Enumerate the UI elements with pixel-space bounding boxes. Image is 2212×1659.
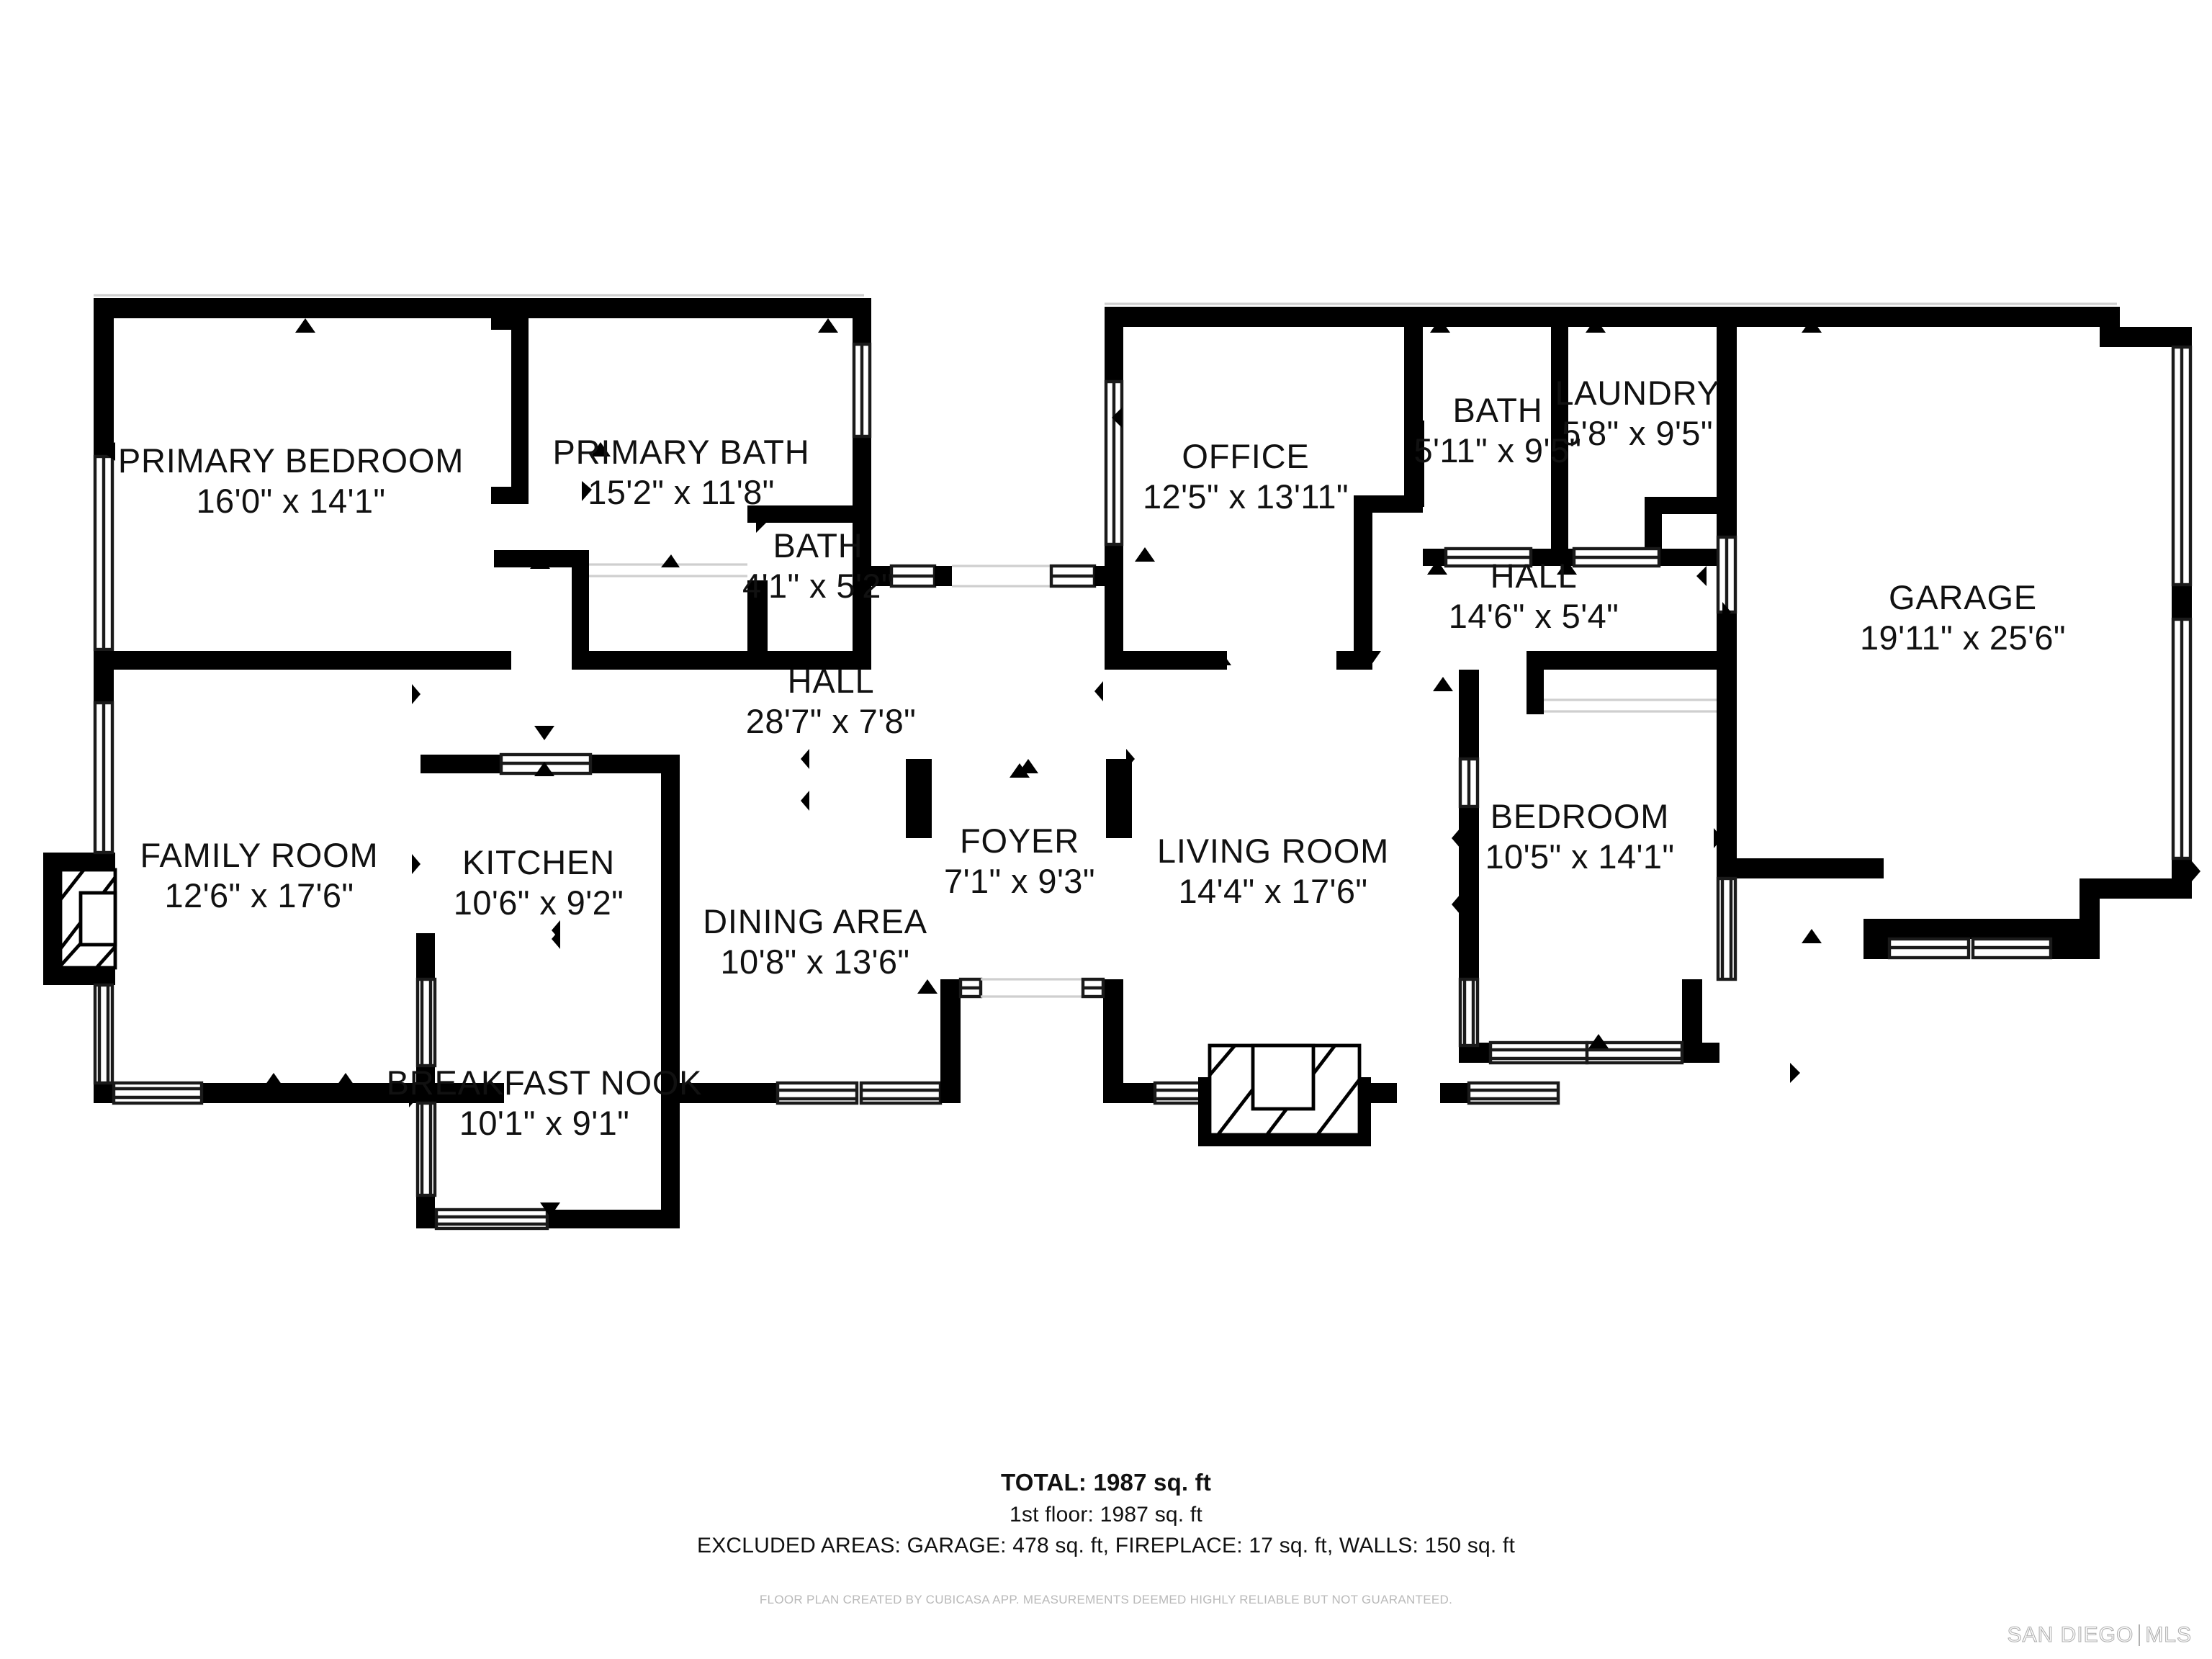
room-label-bath-primary: BATH bbox=[773, 526, 863, 565]
room-dim-office: 12'5" x 13'11" bbox=[1143, 477, 1349, 516]
san-diego-mls-logo: SAN DIEGO MLS bbox=[2007, 1622, 2192, 1647]
room-dim-garage: 19'11" x 25'6" bbox=[1860, 619, 2066, 657]
room-dim-primary-bedroom: 16'0" x 14'1" bbox=[197, 482, 386, 520]
excluded-areas-line: EXCLUDED AREAS: GARAGE: 478 sq. ft, FIRE… bbox=[696, 1534, 1515, 1557]
openings-upper-left bbox=[93, 342, 872, 652]
walls-center bbox=[906, 759, 1469, 1103]
area-summary: TOTAL: 1987 sq. ft 1st floor: 1987 sq. f… bbox=[0, 1469, 2212, 1558]
openings-lower-right bbox=[1458, 757, 1737, 1065]
room-dim-bedroom: 10'5" x 14'1" bbox=[1485, 837, 1675, 876]
room-label-foyer: FOYER bbox=[960, 822, 1079, 860]
room-dim-hall-secondary: 14'6" x 5'4" bbox=[1449, 597, 1619, 635]
room-dim-bath-primary: 4'1" x 5'2" bbox=[742, 567, 894, 605]
total-area-line: TOTAL: 1987 sq. ft bbox=[1000, 1469, 1212, 1496]
walls-upper-left bbox=[94, 298, 871, 703]
room-dim-hall-main: 28'7" x 7'8" bbox=[746, 702, 916, 740]
room-label-dining-area: DINING AREA bbox=[703, 902, 927, 940]
room-label-hall-secondary: HALL bbox=[1491, 557, 1578, 595]
room-label-office: OFFICE bbox=[1182, 437, 1309, 475]
room-label-hall-main: HALL bbox=[788, 662, 875, 700]
room-labels: PRIMARY BEDROOM 16'0" x 14'1" PRIMARY BA… bbox=[118, 374, 2066, 1142]
openings-lower-left bbox=[93, 701, 943, 1231]
walls-lower-left bbox=[43, 651, 778, 1228]
fireplace-living-room bbox=[1198, 1043, 1371, 1146]
faint-outline-guides bbox=[94, 294, 2117, 305]
room-dim-primary-bath: 15'2" x 11'8" bbox=[588, 473, 774, 511]
room-label-breakfast-nook: BREAKFAST NOOK bbox=[387, 1064, 703, 1102]
logo-text-left: SAN DIEGO bbox=[2007, 1622, 2134, 1647]
room-label-primary-bedroom: PRIMARY BEDROOM bbox=[118, 441, 464, 480]
room-dim-laundry: 5'8" x 9'5" bbox=[1562, 414, 1713, 452]
room-dim-living-room: 14'4" x 17'6" bbox=[1179, 872, 1368, 910]
room-dim-bath-hall: 5'11" x 9'5" bbox=[1414, 431, 1582, 469]
floor-area-line: 1st floor: 1987 sq. ft bbox=[1010, 1503, 1202, 1527]
room-label-garage: GARAGE bbox=[1889, 578, 2037, 616]
openings-upper-right bbox=[1104, 379, 1737, 713]
room-label-kitchen: KITCHEN bbox=[462, 843, 615, 881]
openings-garage bbox=[1887, 345, 2193, 960]
room-label-bedroom: BEDROOM bbox=[1491, 797, 1669, 835]
door-swing-markers bbox=[101, 318, 2200, 1217]
room-dim-dining-area: 10'8" x 13'6" bbox=[721, 943, 910, 981]
room-label-bath-hall: BATH bbox=[1452, 391, 1542, 429]
logo-text-right: MLS bbox=[2145, 1622, 2192, 1647]
hall-doorway-group bbox=[871, 564, 1112, 588]
room-label-family-room: FAMILY ROOM bbox=[140, 836, 379, 874]
room-dim-breakfast-nook: 10'1" x 9'1" bbox=[459, 1104, 629, 1142]
disclaimer-text: FLOOR PLAN CREATED BY CUBICASA APP. MEAS… bbox=[759, 1593, 1453, 1606]
room-label-laundry: LAUNDRY bbox=[1555, 374, 1719, 412]
room-dim-kitchen: 10'6" x 9'2" bbox=[454, 884, 624, 922]
fireplace-family-room bbox=[58, 868, 117, 970]
logo-divider bbox=[2139, 1624, 2141, 1646]
room-dim-foyer: 7'1" x 9'3" bbox=[944, 862, 1095, 900]
room-label-living-room: LIVING ROOM bbox=[1157, 832, 1389, 870]
walls-upper-right bbox=[1105, 307, 2120, 714]
room-label-primary-bath: PRIMARY BATH bbox=[553, 433, 810, 471]
room-dim-family-room: 12'6" x 17'6" bbox=[165, 876, 354, 914]
